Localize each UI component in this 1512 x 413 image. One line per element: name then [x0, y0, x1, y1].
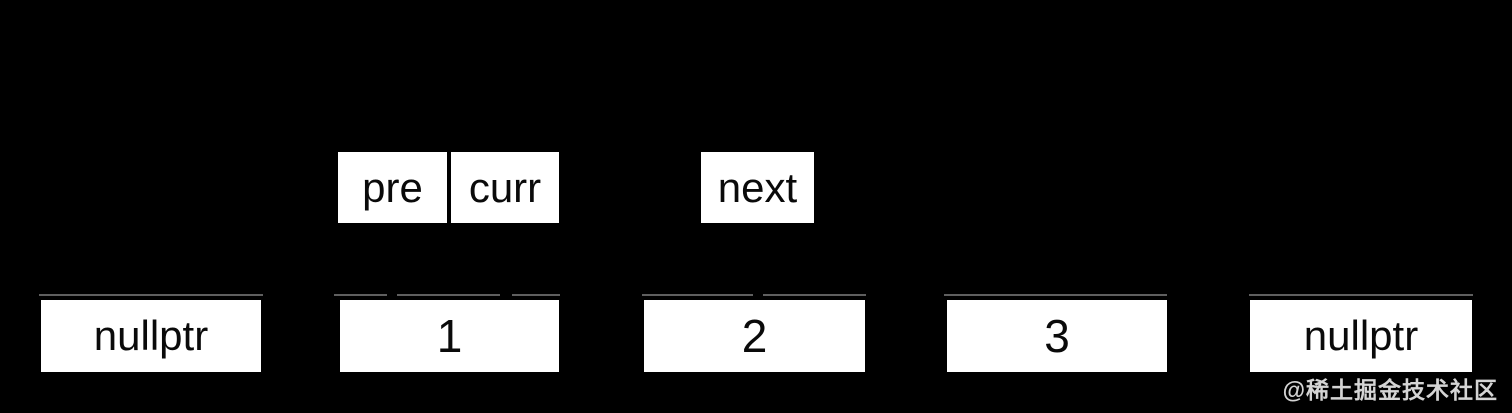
watermark-text: @稀土掘金技术社区: [1282, 377, 1498, 403]
node-box-3: 3: [947, 300, 1167, 372]
pointer-box-pre: pre: [338, 152, 447, 223]
rail-segment: [642, 294, 753, 296]
node-box-tail-nullptr: nullptr: [1250, 300, 1472, 372]
rail-segment: [1249, 294, 1473, 296]
rail-segment: [763, 294, 866, 296]
rail-segment: [512, 294, 560, 296]
node-box-head-nullptr: nullptr: [41, 300, 261, 372]
pointer-box-curr: curr: [451, 152, 559, 223]
rail-segment: [39, 294, 263, 296]
node-box-2: 2: [644, 300, 865, 372]
node-box-1: 1: [340, 300, 559, 372]
rail-segment: [334, 294, 387, 296]
pointer-box-next: next: [701, 152, 814, 223]
rail-segment: [944, 294, 1167, 296]
rail-segment: [397, 294, 500, 296]
